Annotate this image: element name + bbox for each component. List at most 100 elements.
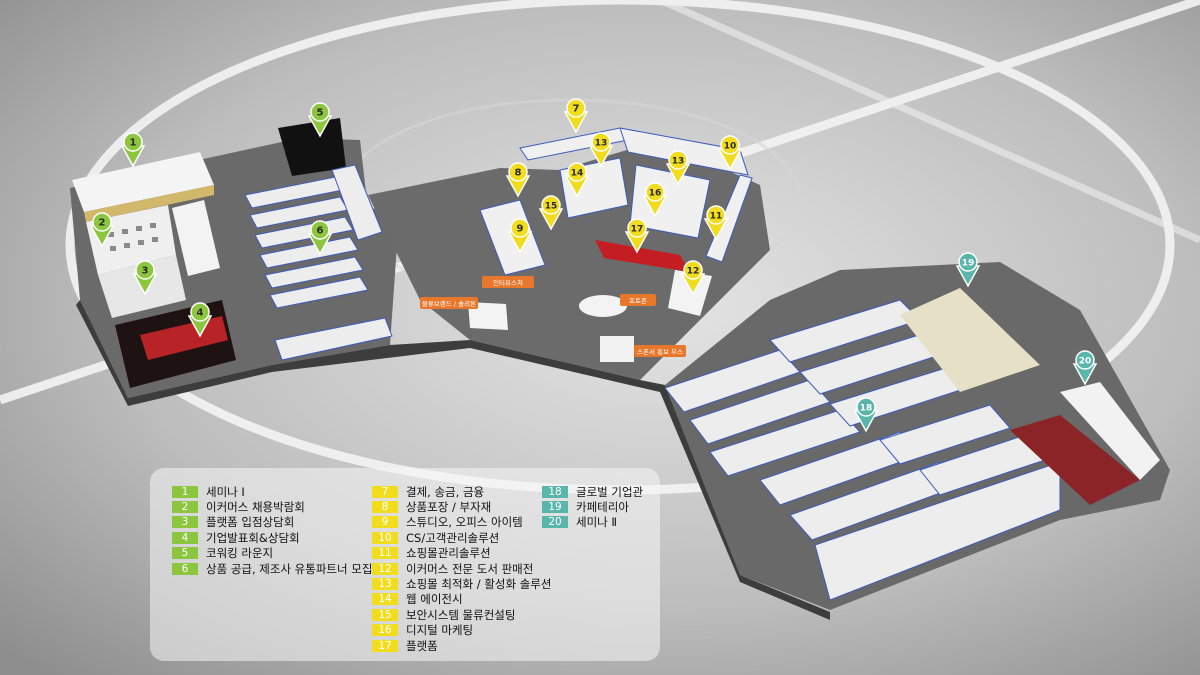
marker-circle xyxy=(856,397,876,417)
legend-label: 이커머스 전문 도서 판매전 xyxy=(406,561,534,576)
marker-circle xyxy=(541,195,561,215)
legend-item: 19 카페테리아 xyxy=(542,499,643,514)
marker-number: 17 xyxy=(631,225,644,235)
marker-circle xyxy=(566,98,586,118)
marker-circle xyxy=(92,212,112,232)
zone-marker: 6 xyxy=(307,220,333,256)
zone-marker: 7 xyxy=(563,98,589,134)
legend-label: 쇼핑몰 최적화 / 활성화 솔루션 xyxy=(406,577,552,592)
legend-number: 1 xyxy=(172,485,198,498)
booth-photozone xyxy=(579,295,627,317)
legend-number: 3 xyxy=(172,516,198,529)
booth-12 xyxy=(668,270,712,316)
marker-number: 13 xyxy=(672,157,685,167)
marker-circle xyxy=(706,205,726,225)
booth-tag-bg xyxy=(420,297,478,309)
zone-cafeteria xyxy=(900,288,1040,392)
marker-circle xyxy=(510,218,530,238)
legend-number: 19 xyxy=(542,501,568,514)
legend-label: 카페테리아 xyxy=(576,500,629,515)
zone-marker: 12 xyxy=(680,260,706,296)
legend-number: 12 xyxy=(372,562,398,575)
legend-label: 디지털 마케팅 xyxy=(406,623,474,638)
marker-circle xyxy=(567,162,587,182)
marker-circle xyxy=(668,150,688,170)
zone-marker: 17 xyxy=(624,218,650,254)
legend-label: 보안시스템 물류컨설팅 xyxy=(406,607,516,622)
legend-label: 코워킹 라운지 xyxy=(206,546,274,561)
marker-circle xyxy=(627,218,647,238)
booth-tag-bg xyxy=(482,276,534,288)
zone-marker: 15 xyxy=(538,195,564,231)
marker-circle xyxy=(310,220,330,240)
booth-sponsor xyxy=(600,336,634,362)
booth-tag-text: 스폰서 홍보 부스 xyxy=(637,347,683,356)
zone-marker: 2 xyxy=(89,212,115,248)
booth-tag: 포토존 xyxy=(620,294,656,306)
booth-row-left xyxy=(172,200,220,276)
marker-number: 2 xyxy=(99,218,106,229)
marker-number: 5 xyxy=(317,108,324,119)
zone-marker: 5 xyxy=(307,102,333,138)
marker-number: 18 xyxy=(860,404,873,414)
legend-label: 기업발표회&상담회 xyxy=(206,530,300,545)
zone-marker: 14 xyxy=(564,162,590,198)
zone-platform-red xyxy=(595,240,690,272)
floor-edge xyxy=(76,300,830,620)
marker-number: 16 xyxy=(649,189,662,199)
zone-marker: 11 xyxy=(703,205,729,241)
booth-tag-text: 물류브랜드 / 솔리톤 xyxy=(422,299,476,308)
legend-number: 16 xyxy=(372,624,398,637)
legend-label: 상품 공급, 제조사 유통파트너 모집관 xyxy=(206,561,383,576)
zone-seminar-1 xyxy=(72,152,214,222)
legend-label: 플랫폼 xyxy=(406,638,438,653)
legend-label: 글로벌 기업관 xyxy=(576,484,644,499)
zone-marker: 18 xyxy=(853,397,879,433)
legend-number: 18 xyxy=(542,485,568,498)
legend-label: CS/고객관리솔루션 xyxy=(406,530,500,545)
booth-rows-zone-6 xyxy=(244,164,393,361)
marker-circle xyxy=(135,260,155,280)
zone-marker: 3 xyxy=(132,260,158,296)
marker-number: 11 xyxy=(710,212,723,222)
marker-number: 7 xyxy=(573,104,580,115)
zone-marker: 4 xyxy=(187,302,213,338)
marker-number: 6 xyxy=(317,226,324,237)
legend-number: 7 xyxy=(372,485,398,498)
zone-marker: 1 xyxy=(120,132,146,168)
legend-label: 세미나 Ⅰ xyxy=(206,484,245,499)
marker-number: 1 xyxy=(130,138,137,149)
booth-tag-text: 포토존 xyxy=(629,297,647,305)
zone-seminar-2 xyxy=(1060,382,1160,480)
marker-number: 20 xyxy=(1079,357,1092,367)
marker-circle xyxy=(1075,350,1095,370)
legend-label: 웹 에이전시 xyxy=(406,592,463,607)
zone-marker: 8 xyxy=(505,162,531,198)
marker-number: 8 xyxy=(515,168,522,179)
legend-item: 16 디지털 마케팅 xyxy=(372,623,551,638)
marker-circle xyxy=(508,162,528,182)
marker-number: 10 xyxy=(724,142,737,152)
legend-item: 6 상품 공급, 제조사 유통파트너 모집관 xyxy=(172,561,383,576)
booth-tag-text: 인터뷰스쳐 xyxy=(493,278,523,287)
legend-number: 2 xyxy=(172,501,198,514)
legend-label: 세미나 Ⅱ xyxy=(576,515,618,530)
legend-number: 6 xyxy=(172,562,198,575)
zone-marker: 19 xyxy=(955,252,981,288)
marker-number: 4 xyxy=(197,308,204,319)
zone-marker: 9 xyxy=(507,218,533,254)
booth-tag: 인터뷰스쳐 xyxy=(482,276,534,288)
